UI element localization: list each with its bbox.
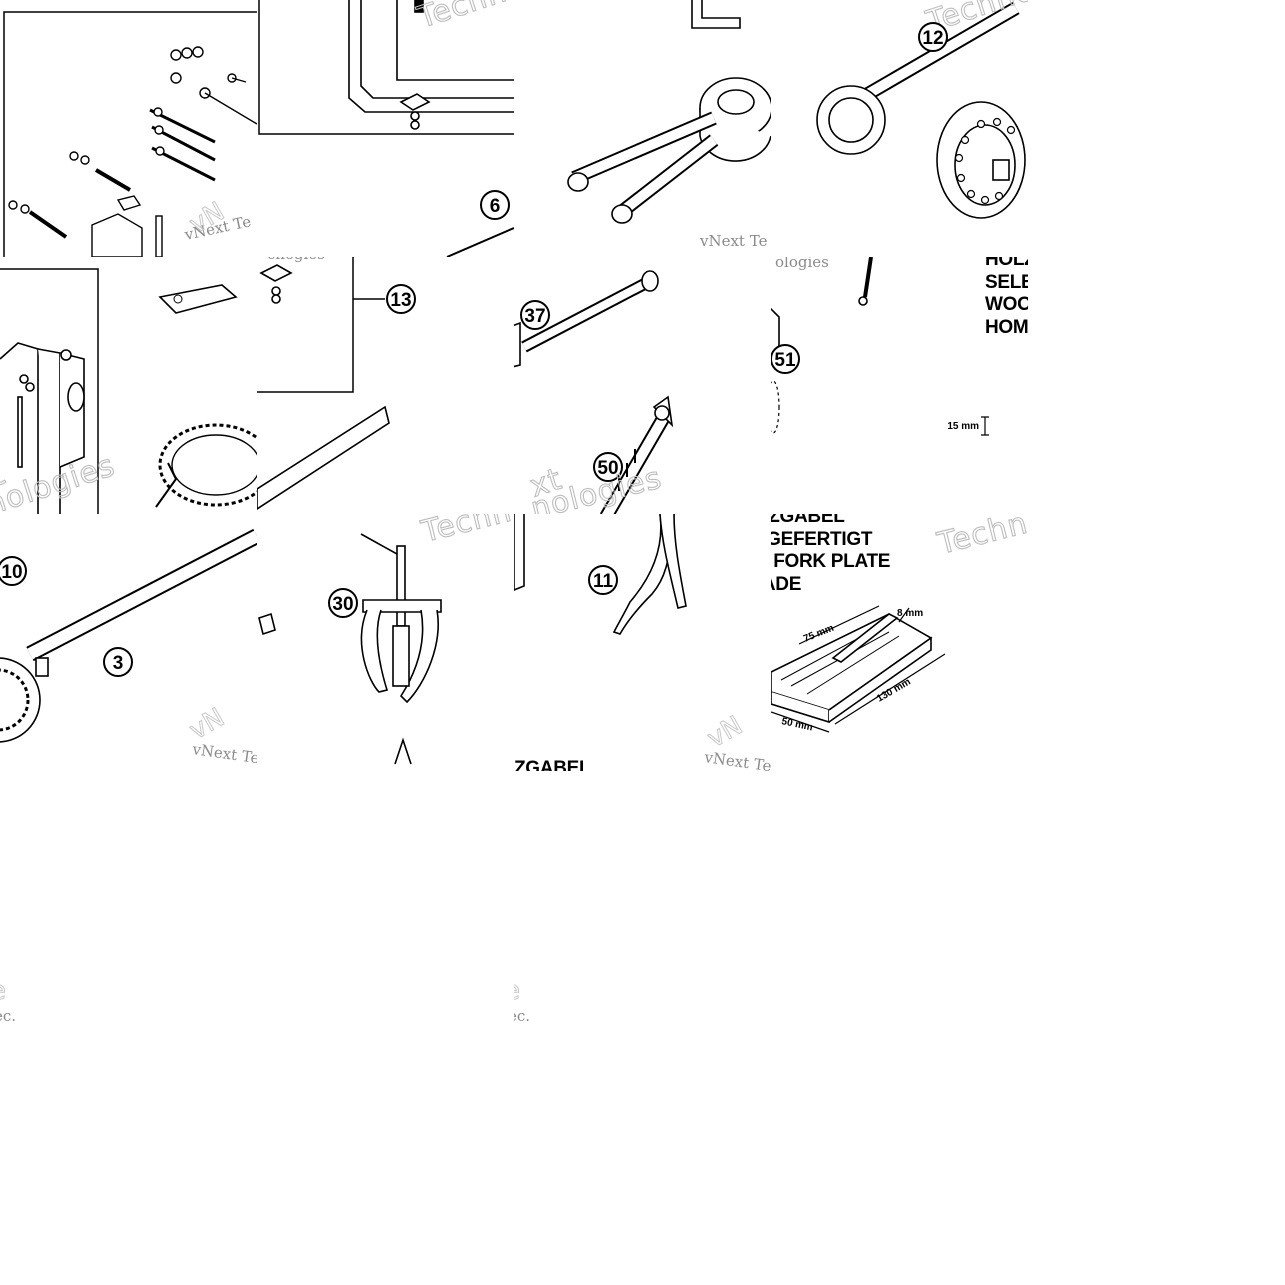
plate-label-partial: HOLZ SELB WOOI HOMI: [985, 257, 1028, 338]
svg-text:30: 30: [332, 594, 353, 615]
callout-6: 6: [480, 190, 510, 220]
tile-sleeve-syringe: 37 50 xt nologies: [514, 257, 771, 514]
svg-text:cliegies: cliegies: [267, 257, 325, 263]
svg-text:vN: vN: [703, 711, 748, 754]
svg-text:xt: xt: [0, 458, 11, 504]
tile-pliers-11: vNext Te vN 11 ZGABEL: [514, 514, 771, 771]
callout-3: 3: [103, 647, 133, 677]
svg-text:15 mm: 15 mm: [947, 421, 979, 432]
tile-fixture-frame: xt nologies: [0, 257, 257, 514]
callout-51: 51: [771, 344, 800, 374]
svg-text:37: 37: [524, 306, 545, 327]
svg-text:12: 12: [922, 28, 943, 49]
svg-text:13: 13: [390, 290, 411, 311]
tile-pin-wrench-12: Techno 12: [771, 0, 1028, 257]
svg-text:8 mm: 8 mm: [897, 608, 923, 619]
svg-text:ec.: ec.: [514, 1007, 530, 1025]
tile-blank-b: e ec.: [514, 771, 771, 1028]
tile-clamp-bolts: vNext Te: [514, 0, 771, 257]
svg-text:51: 51: [774, 350, 796, 371]
callout-12: 12: [918, 22, 948, 52]
tile-ring-wrench: 10 3 vNext Te vN: [0, 514, 257, 771]
callout-50: 50: [593, 452, 623, 482]
callout-30: 30: [328, 588, 358, 618]
svg-text:50 mm: 50 mm: [780, 716, 813, 733]
svg-text:vNext Te: vNext Te: [702, 748, 771, 771]
svg-text:11: 11: [593, 571, 614, 592]
svg-text:75 mm: 75 mm: [802, 623, 836, 645]
svg-text:ec.: ec.: [0, 1007, 16, 1025]
svg-text:ologies: ologies: [775, 257, 829, 271]
callout-37: 37: [520, 300, 550, 330]
svg-text:e: e: [0, 976, 6, 1006]
svg-text:50: 50: [597, 458, 618, 479]
tile-plate-label-partial: ologies 51 15 mm HOLZ SELB WOOI HOMI: [771, 257, 1028, 514]
svg-text:10: 10: [1, 562, 22, 583]
svg-text:6: 6: [490, 196, 501, 217]
tile-blade-callout-13: 13 cliegies: [257, 257, 514, 514]
plate-block: [771, 613, 933, 724]
plate-label-fragment: ZGABEL: [514, 758, 591, 771]
svg-text:e: e: [514, 976, 520, 1006]
svg-text:Techno: Techno: [413, 0, 514, 36]
tile-bolt-kit: vNext Te vN: [0, 0, 257, 257]
tile-wooden-fork-plate: HOLZGABEL BSTGEFERTIGT DEN FORK PLATE E …: [771, 514, 1028, 771]
plate-label: HOLZGABEL BSTGEFERTIGT DEN FORK PLATE E …: [771, 514, 891, 595]
callout-10: 10: [0, 556, 27, 586]
tile-gear-puller-30: Techno 30: [257, 514, 514, 771]
svg-text:Techno: Techno: [417, 514, 514, 550]
svg-text:vNext Te: vNext Te: [699, 232, 768, 250]
callout-13: 13: [386, 284, 416, 314]
tile-blank-a: e ec.: [0, 771, 257, 1028]
tile-frame-callout-6: Techno 6: [257, 0, 514, 257]
svg-text:Techno: Techno: [933, 514, 1028, 562]
svg-text:vN: vN: [185, 703, 230, 746]
callout-11: 11: [588, 565, 618, 595]
svg-text:3: 3: [113, 653, 124, 674]
bolt-kit-drawing: vNext Te vN: [3, 11, 257, 257]
